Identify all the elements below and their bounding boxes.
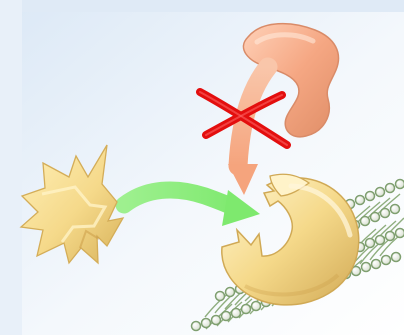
receptor xyxy=(222,174,359,305)
ligand-molecule xyxy=(21,145,123,263)
binding-arrow xyxy=(124,190,260,226)
